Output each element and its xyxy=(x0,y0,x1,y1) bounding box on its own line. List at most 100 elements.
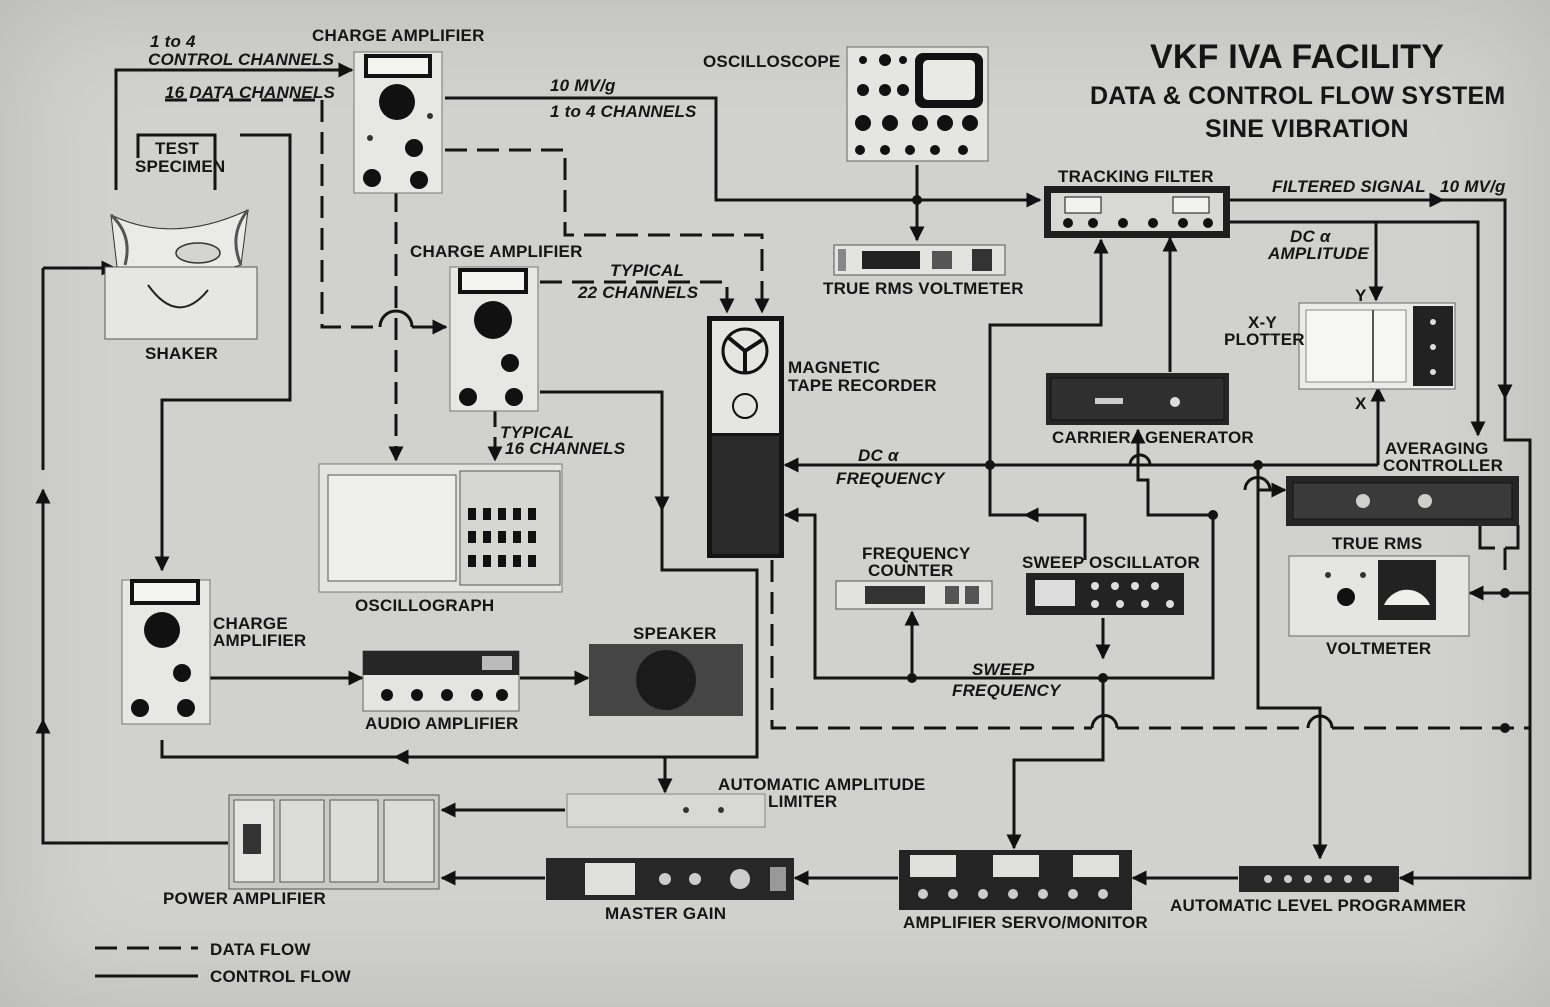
label-speaker: SPEAKER xyxy=(633,624,717,643)
label-typical-22-1: TYPICAL xyxy=(610,261,685,280)
wire-sweep-loop xyxy=(988,238,1109,560)
tracking-filter-device xyxy=(1043,185,1231,239)
label-amplifier-servo-monitor: AMPLIFIER SERVO/MONITOR xyxy=(903,913,1148,932)
label-test-specimen-2: SPECIMEN xyxy=(135,157,226,176)
true-rms-voltmeter-device xyxy=(832,243,1007,277)
label-dc-frequency-2: FREQUENCY xyxy=(836,469,945,488)
wire-filtered-down xyxy=(1443,198,1513,400)
label-dc-frequency-1: DC α xyxy=(858,446,899,465)
label-plotter-y: Y xyxy=(1355,286,1367,305)
wire-switch xyxy=(1478,525,1520,550)
label-voltmeter-2: VOLTMETER xyxy=(1326,639,1432,658)
charge-amplifier-bottom-device xyxy=(120,578,212,726)
wire-speaker-loop xyxy=(160,510,759,759)
wire-alp-feed xyxy=(1256,490,1328,860)
label-plotter-x: X xyxy=(1355,394,1367,413)
label-averaging-controller-1: AVERAGING xyxy=(1385,439,1489,458)
charge-amplifier-top-device xyxy=(352,50,444,195)
wire-dc-amp xyxy=(1230,220,1486,437)
hop-arc-5 xyxy=(1128,453,1152,466)
data-22-channels xyxy=(540,280,735,314)
charge-amplifier-mid-device xyxy=(448,265,540,413)
hop-arc-2 xyxy=(1090,714,1119,729)
label-control-channels-2: CONTROL CHANNELS xyxy=(148,50,335,69)
label-charge-amp-mid: CHARGE AMPLIFIER xyxy=(410,242,583,261)
label-carrier-generator-2: GENERATOR xyxy=(1145,428,1254,447)
wire-sweep-freq xyxy=(783,507,1215,680)
master-gain-device xyxy=(545,857,795,901)
wire-mid-chg-down xyxy=(540,390,670,512)
label-mv-per-g: 10 MV/g xyxy=(550,76,616,95)
label-automatic-level-programmer: AUTOMATIC LEVEL PROGRAMMER xyxy=(1170,896,1467,915)
speaker-device xyxy=(588,643,744,717)
hop-arc-3 xyxy=(1306,714,1334,729)
automatic-level-programmer-device xyxy=(1238,865,1400,893)
label-dc-amplitude-1: DC α xyxy=(1290,227,1331,246)
label-oscilloscope: OSCILLOSCOPE xyxy=(703,52,841,71)
label-filtered-mv: 10 MV/g xyxy=(1440,177,1506,196)
data-16-channels xyxy=(320,100,380,329)
legend-control-flow: CONTROL FLOW xyxy=(210,967,351,986)
label-power-amplifier: POWER AMPLIFIER xyxy=(163,889,326,908)
carrier-generator-device xyxy=(1045,372,1230,426)
label-sweep-frequency-1: SWEEP xyxy=(972,660,1035,679)
label-amplitude-limiter-2: LIMITER xyxy=(768,792,838,811)
label-xy-plotter-2: PLOTTER xyxy=(1224,330,1305,349)
label-true-rms-voltmeter: TRUE RMS VOLTMETER xyxy=(823,279,1024,298)
legend-data-flow: DATA FLOW xyxy=(210,940,311,959)
label-xy-plotter-1: X-Y xyxy=(1248,313,1277,332)
oscillograph-device xyxy=(318,463,563,593)
amplifier-servo-monitor-device xyxy=(898,849,1133,911)
title-line-3: SINE VIBRATION xyxy=(1205,115,1409,143)
data-top-chg-to-tape xyxy=(445,148,770,314)
wire-specimen-down xyxy=(154,133,292,572)
power-amplifier-device xyxy=(228,794,440,890)
shaker-device xyxy=(103,205,261,345)
averaging-controller-device xyxy=(1285,475,1520,527)
true-rms-voltmeter-2-device xyxy=(1288,555,1470,637)
title-line-1: VKF IVA FACILITY xyxy=(1150,38,1445,76)
wire-carrier-loop xyxy=(1136,448,1213,517)
label-typical-16-1: TYPICAL xyxy=(500,423,575,442)
frequency-counter-device xyxy=(835,580,993,610)
label-audio-amplifier: AUDIO AMPLIFIER xyxy=(365,714,519,733)
label-sweep-frequency-2: FREQUENCY xyxy=(952,681,1061,700)
automatic-amplitude-limiter-device xyxy=(566,793,766,828)
label-shaker: SHAKER xyxy=(145,344,218,363)
label-dc-amplitude-2: AMPLITUDE xyxy=(1268,244,1369,263)
data-bottom-loop xyxy=(770,560,1092,730)
wire-sweep-to-servo xyxy=(1006,678,1105,850)
label-charge-amp-bottom-2: AMPLIFIER xyxy=(213,631,307,650)
label-1-to-4-channels: 1 to 4 CHANNELS xyxy=(550,102,697,121)
label-oscillograph: OSCILLOGRAPH xyxy=(355,596,495,615)
hop-arc-1 xyxy=(378,309,414,328)
label-filtered-signal: FILTERED SIGNAL xyxy=(1272,177,1426,196)
wire-control-channels xyxy=(114,62,354,190)
label-carrier-generator-1: CARRIER xyxy=(1052,428,1131,447)
label-true-rms-2: TRUE RMS xyxy=(1332,534,1423,553)
label-typical-22-2: 22 CHANNELS xyxy=(578,283,699,302)
label-charge-amp-bottom-1: CHARGE xyxy=(213,614,288,633)
oscilloscope-device xyxy=(845,45,990,163)
magnetic-tape-recorder-device xyxy=(707,316,784,558)
label-averaging-controller-2: CONTROLLER xyxy=(1383,456,1504,475)
label-test-specimen-1: TEST xyxy=(155,139,200,158)
audio-amplifier-device xyxy=(362,650,520,712)
wire-power-to-shaker xyxy=(35,488,228,845)
label-tracking-filter: TRACKING FILTER xyxy=(1058,167,1214,186)
label-data-channels: 16 DATA CHANNELS xyxy=(165,83,336,102)
label-tape-recorder-1: MAGNETIC xyxy=(788,358,881,377)
sweep-oscillator-device xyxy=(1025,572,1185,616)
hop-arc-4 xyxy=(1243,476,1272,491)
wire-chg-to-tracking xyxy=(445,96,1042,208)
title-line-2: DATA & CONTROL FLOW SYSTEM xyxy=(1090,82,1506,110)
label-amplitude-limiter-1: AUTOMATIC AMPLITUDE xyxy=(718,775,926,794)
xy-plotter-device xyxy=(1298,302,1456,390)
wire-right-down xyxy=(1398,398,1532,886)
label-control-channels-1: 1 to 4 xyxy=(150,32,196,51)
label-typical-16-2: 16 CHANNELS xyxy=(505,439,626,458)
wire-specimen-bracket xyxy=(136,133,217,190)
label-frequency-counter-2: COUNTER xyxy=(868,561,954,580)
